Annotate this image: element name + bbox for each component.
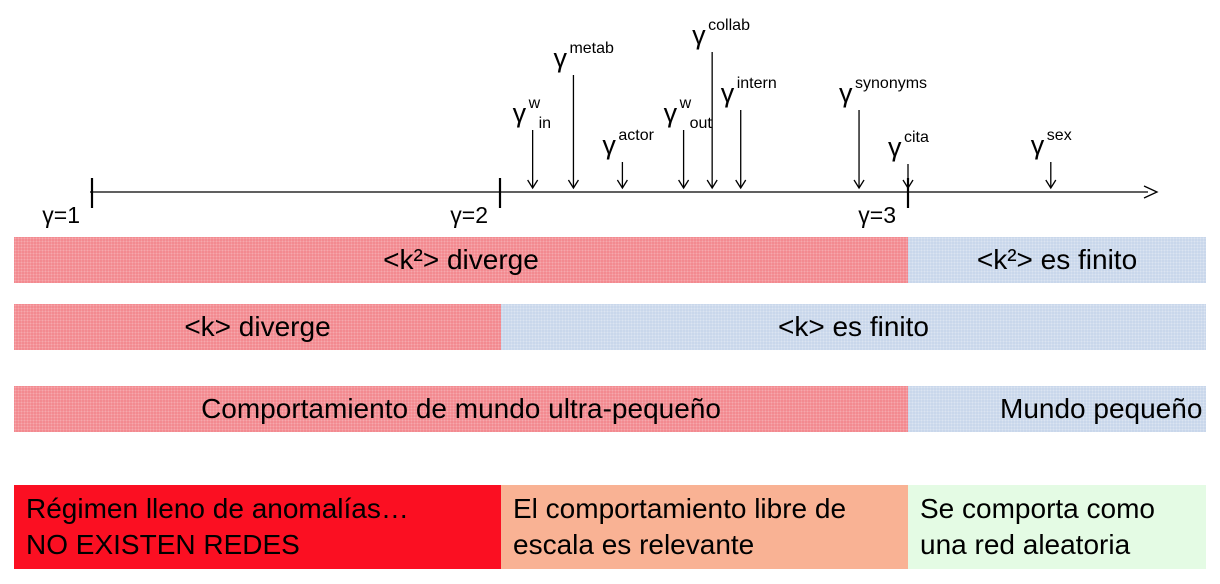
marker-metab-gamma: γ xyxy=(553,43,567,73)
axis-arrow-icon xyxy=(1143,185,1159,199)
regime-random-line2: una red aleatoria xyxy=(920,529,1131,560)
regime-scale-free: El comportamiento libre de escala es rel… xyxy=(501,485,908,569)
marker-collab-gamma: γ xyxy=(692,20,706,50)
marker-intern-gamma: γ xyxy=(721,78,735,108)
marker-actor-gamma: γ xyxy=(602,130,616,160)
marker-synonyms-sup: synonyms xyxy=(855,75,927,92)
marker-collab-sup: collab xyxy=(708,17,750,34)
marker-intern-arrow-icon xyxy=(735,179,747,190)
regime-scale-free-line1: El comportamiento libre de xyxy=(513,493,847,524)
band-small-world: Mundo pequeño xyxy=(908,386,1206,432)
band-k-diverge: <k> diverge xyxy=(14,304,501,350)
band-k2-diverge-label: <k²> diverge xyxy=(383,244,539,275)
band-k2-finite-label: <k²> es finito xyxy=(976,244,1138,275)
marker-actor-arrow-icon xyxy=(616,179,628,190)
marker-w-in-sub: in xyxy=(539,115,551,132)
axis-tick-label-2: γ=2 xyxy=(450,202,488,228)
axis-tick-label-1: γ=1 xyxy=(42,202,80,228)
marker-cita-sup: cita xyxy=(904,129,929,146)
marker-w-in-gamma: γ xyxy=(513,98,527,128)
marker-cita-gamma: γ xyxy=(888,132,902,162)
regime-anomalous: Régimen lleno de anomalías… NO EXISTEN R… xyxy=(14,485,501,569)
marker-cita-arrow-icon xyxy=(902,179,914,190)
band-k-finite: <k> es finito xyxy=(501,304,1206,350)
marker-w-out-sub: out xyxy=(690,115,713,132)
marker-w-out-sup: w xyxy=(679,95,692,112)
marker-sex-sup: sex xyxy=(1047,127,1072,144)
marker-intern-sup: intern xyxy=(737,75,777,92)
axis-ticks: γ=1 γ=2 γ=3 xyxy=(42,178,910,228)
marker-metab-arrow-icon xyxy=(567,179,579,190)
marker-w-in-arrow-icon xyxy=(527,179,539,190)
band-k2-finite: <k²> es finito xyxy=(908,237,1206,283)
band-ultra-small-world: Comportamiento de mundo ultra-pequeño xyxy=(14,386,908,432)
marker-sex-gamma: γ xyxy=(1031,130,1045,160)
marker-metab-sup: metab xyxy=(569,40,614,57)
marker-synonyms-arrow-icon xyxy=(853,179,865,190)
regime-anomalous-line1: Régimen lleno de anomalías… xyxy=(26,493,409,524)
band-ultra-small-world-label: Comportamiento de mundo ultra-pequeño xyxy=(201,393,721,424)
band-k2-diverge: <k²> diverge xyxy=(14,237,908,283)
regime-anomalous-line2: NO EXISTEN REDES xyxy=(26,529,300,560)
band-k-diverge-label: <k> diverge xyxy=(184,311,331,342)
axis-tick-label-3: γ=3 xyxy=(858,202,896,228)
marker-w-out-gamma: γ xyxy=(664,98,678,128)
marker-actor-sup: actor xyxy=(618,127,654,144)
regime-random: Se comporta como una red aleatoria xyxy=(908,485,1206,569)
marker-collab-arrow-icon xyxy=(706,179,718,190)
marker-sex-arrow-icon xyxy=(1045,179,1057,190)
marker-w-in-sup: w xyxy=(528,95,541,112)
regime-scale-free-line2: escala es relevante xyxy=(513,529,755,560)
band-small-world-label: Mundo pequeño xyxy=(1000,393,1203,424)
marker-synonyms-gamma: γ xyxy=(839,78,853,108)
regime-random-line1: Se comporta como xyxy=(920,493,1155,524)
marker-w-out-arrow-icon xyxy=(678,179,690,190)
band-k-finite-label: <k> es finito xyxy=(778,311,929,342)
